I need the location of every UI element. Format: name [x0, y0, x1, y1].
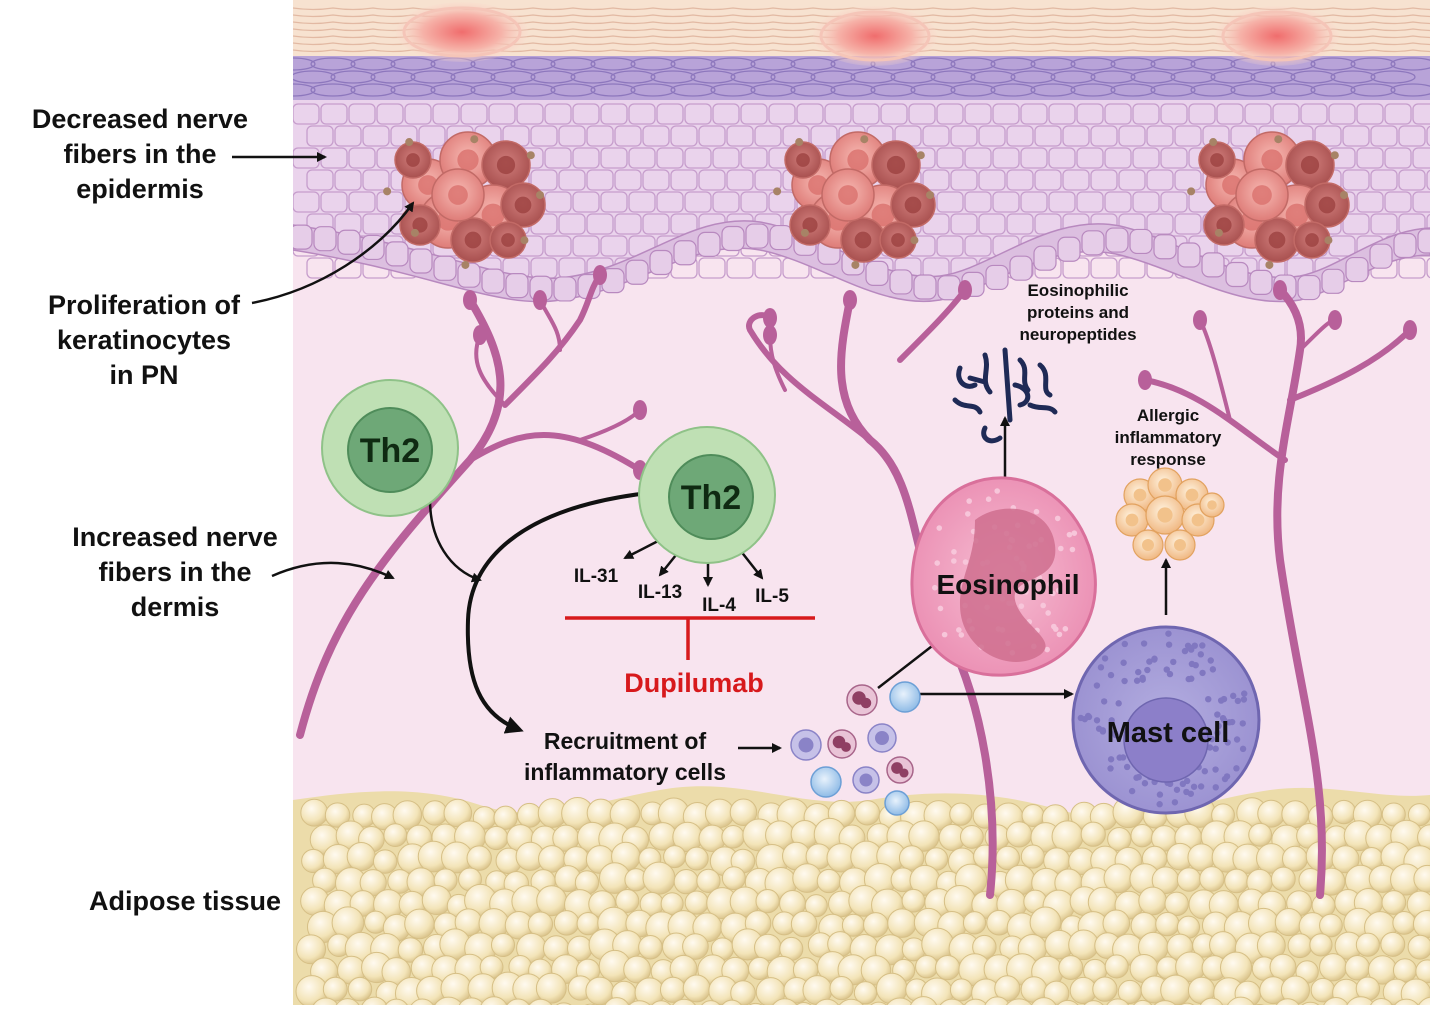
- eosinophil-label: Eosinophil: [936, 569, 1079, 600]
- label-proliferation: Proliferation of keratinocytes in PN: [24, 288, 264, 393]
- label-eosinophilic-proteins: Eosinophilic proteins and neuropeptides: [988, 280, 1168, 346]
- mast-cell-label: Mast cell: [1107, 717, 1230, 749]
- interleukin-label: IL-5: [755, 586, 789, 607]
- label-recruitment: Recruitment of inflammatory cells: [490, 726, 760, 788]
- interleukin-label: IL-13: [638, 582, 682, 603]
- lesion-nodule: [813, 6, 937, 66]
- lesion-nodule: [396, 2, 528, 62]
- label-decreased-nerve: Decreased nerve fibers in the epidermis: [14, 102, 266, 207]
- th2-left-label: Th2: [360, 432, 420, 470]
- lesion-nodule: [1215, 6, 1339, 66]
- label-adipose: Adipose tissue: [60, 884, 310, 919]
- label-increased-nerve: Increased nerve fibers in the dermis: [48, 520, 302, 625]
- label-allergic-response: Allergic inflammatory response: [1088, 405, 1248, 471]
- interleukin-label: IL-31: [574, 566, 619, 587]
- dupilumab-label: Dupilumab: [624, 668, 764, 698]
- interleukin-label: IL-4: [702, 595, 736, 616]
- th2-right-label: Th2: [681, 479, 741, 517]
